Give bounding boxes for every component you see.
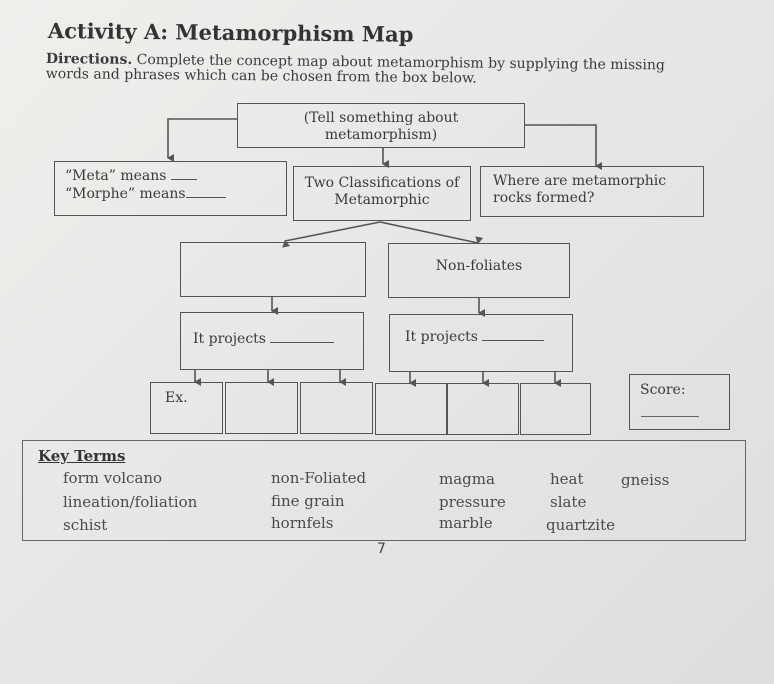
example-box-5[interactable] xyxy=(447,383,519,435)
page-number: 7 xyxy=(377,541,386,557)
key-term: hornfels xyxy=(271,514,334,532)
top-box: (Tell something about metamorphism) xyxy=(237,103,525,148)
key-term: form volcano xyxy=(63,469,163,487)
score-box: Score: xyxy=(629,374,730,430)
example-box-2[interactable] xyxy=(225,382,298,434)
key-term: slate xyxy=(550,493,587,511)
left-projects-text: It projects xyxy=(193,331,266,347)
key-term: non-Foliated xyxy=(271,469,367,487)
key-term: pressure xyxy=(439,493,506,511)
left-projects-blank[interactable] xyxy=(270,330,335,343)
key-term: gneiss xyxy=(621,471,670,489)
connector-top-right xyxy=(525,124,602,170)
meta-blank[interactable] xyxy=(170,167,197,180)
left-class-box[interactable] xyxy=(180,242,366,297)
key-terms-title: Key Terms xyxy=(38,447,126,465)
right-class-text: Non-foliates xyxy=(435,258,523,274)
connector-class-right xyxy=(379,221,484,244)
key-term: lineation/foliation xyxy=(63,493,198,511)
example-box-6[interactable] xyxy=(520,383,591,435)
right-class-box: Non-foliates xyxy=(388,243,570,298)
connector-top-left xyxy=(167,118,237,162)
key-term: heat xyxy=(550,470,584,488)
key-term: fine grain xyxy=(271,492,345,510)
right-projects-box: It projects xyxy=(389,314,573,372)
meta-means-label: “Meta” means xyxy=(65,168,167,184)
classifications-text: Two Classifications of Metamorphic xyxy=(304,175,460,208)
key-terms-box: Key Terms form volcano lineation/foliati… xyxy=(22,440,746,541)
where-formed-text: Where are metamorphic rocks formed? xyxy=(493,173,667,206)
key-term: schist xyxy=(63,516,108,534)
left-projects-box: It projects xyxy=(180,312,364,370)
top-box-text: (Tell something about metamorphism) xyxy=(303,110,459,143)
right-projects-blank[interactable] xyxy=(482,328,545,341)
right-projects-text: It projects xyxy=(405,329,478,345)
score-blank[interactable] xyxy=(641,416,699,417)
connector-class-left xyxy=(282,221,381,248)
morphe-means-label: “Morphe” means xyxy=(65,186,186,202)
key-term: quartzite xyxy=(546,516,616,534)
where-formed-box: Where are metamorphic rocks formed? xyxy=(480,166,704,217)
classifications-box: Two Classifications of Metamorphic xyxy=(293,166,471,221)
key-term: marble xyxy=(439,514,493,532)
example-box-4[interactable] xyxy=(375,383,447,435)
key-term: magma xyxy=(439,470,495,488)
meta-morphe-box: “Meta” means “Morphe” means xyxy=(54,161,287,216)
example-box-3[interactable] xyxy=(300,382,373,434)
example-box-1[interactable]: Ex. xyxy=(150,382,223,434)
score-label: Score: xyxy=(640,382,686,398)
example-label: Ex. xyxy=(165,390,188,406)
morphe-blank[interactable] xyxy=(185,185,226,198)
